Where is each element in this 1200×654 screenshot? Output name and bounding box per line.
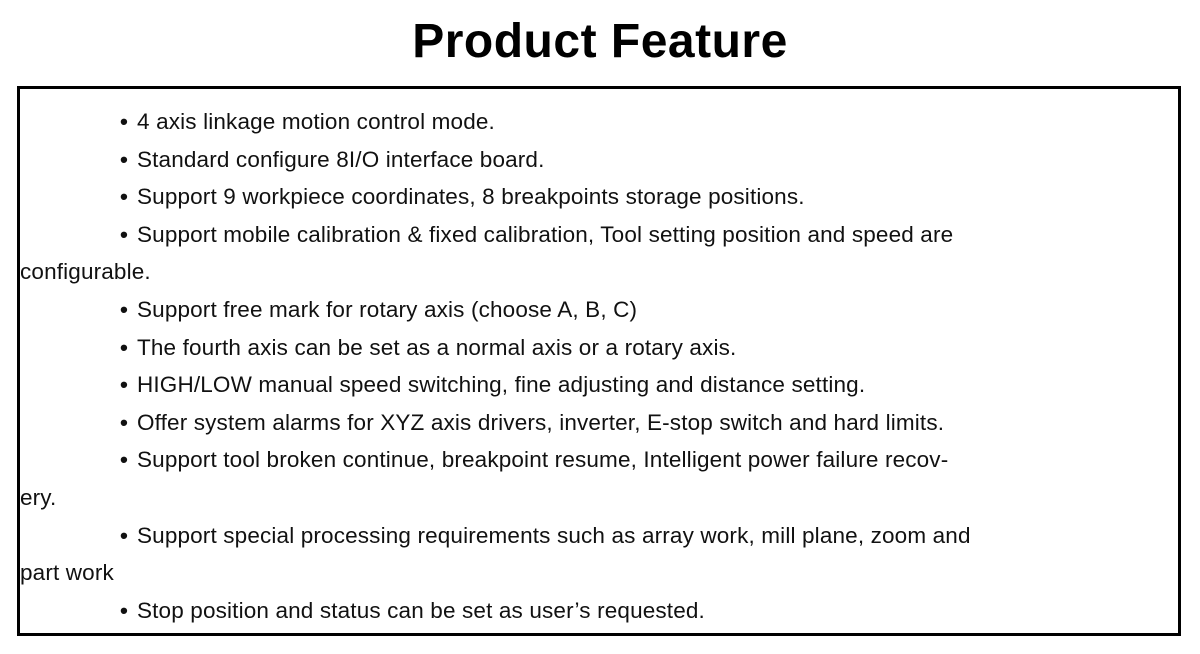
bullet-icon: •: [119, 109, 129, 134]
page-title: Product Feature: [412, 15, 788, 68]
feature-line: • Support tool broken continue, breakpoin…: [111, 441, 1101, 479]
feature-item: • Support special processing requirements…: [20, 517, 1101, 592]
feature-item: • Offer system alarms for XYZ axis driver…: [111, 404, 1101, 442]
feature-line: • Stop position and status can be set as …: [111, 592, 1101, 630]
feature-text: Standard configure 8I/O interface board.: [137, 146, 545, 172]
feature-line: part work: [20, 554, 1101, 592]
feature-line: • HIGH/LOW manual speed switching, fine a…: [111, 366, 1101, 404]
feature-item: • Support mobile calibration & fixed cali…: [20, 216, 1101, 291]
feature-item: • 4 axis linkage motion control mode.: [111, 103, 1101, 141]
feature-line: • Standard configure 8I/O interface board…: [111, 141, 1101, 179]
bullet-icon: •: [119, 296, 129, 322]
feature-line: • Support mobile calibration & fixed cali…: [111, 216, 1101, 254]
feature-item: • HIGH/LOW manual speed switching, fine a…: [111, 366, 1101, 404]
feature-text: Support free mark for rotary axis (choos…: [137, 296, 638, 322]
feature-text: ery.: [20, 484, 57, 510]
feature-text: 4 axis linkage motion control mode.: [137, 109, 495, 134]
bullet-icon: •: [119, 447, 129, 473]
feature-line: ery.: [20, 479, 1101, 517]
feature-list: • 4 axis linkage motion control mode. • Sta…: [20, 103, 1101, 630]
bullet-icon: •: [119, 522, 129, 548]
feature-line: • Support 9 workpiece coordinates, 8 brea…: [111, 178, 1101, 216]
feature-text: Stop position and status can be set as u…: [137, 597, 705, 623]
feature-item: • Support free mark for rotary axis (choo…: [111, 291, 1101, 329]
feature-text: The fourth axis can be set as a normal a…: [137, 334, 737, 360]
feature-item: • Standard configure 8I/O interface board…: [111, 141, 1101, 179]
feature-line: • Offer system alarms for XYZ axis driver…: [111, 404, 1101, 442]
bullet-icon: •: [119, 334, 129, 360]
feature-item: • Stop position and status can be set as …: [111, 592, 1101, 630]
bullet-icon: •: [119, 221, 129, 247]
feature-text: Support 9 workpiece coordinates, 8 break…: [137, 184, 805, 210]
feature-text: Support tool broken continue, breakpoint…: [137, 447, 949, 473]
feature-line: • Support special processing requirements…: [111, 517, 1101, 555]
feature-text: configurable.: [20, 259, 151, 285]
bullet-icon: •: [119, 372, 129, 398]
feature-item: • Support tool broken continue, breakpoin…: [20, 441, 1101, 516]
bullet-icon: •: [119, 184, 129, 210]
feature-text: Offer system alarms for XYZ axis drivers…: [137, 409, 945, 435]
feature-line: • Support free mark for rotary axis (choo…: [111, 291, 1101, 329]
feature-text: Support mobile calibration & fixed calib…: [137, 221, 954, 247]
feature-line: • The fourth axis can be set as a normal …: [111, 329, 1101, 367]
feature-line: configurable.: [20, 253, 1101, 291]
feature-text: HIGH/LOW manual speed switching, fine ad…: [137, 372, 866, 398]
feature-item: • The fourth axis can be set as a normal …: [111, 329, 1101, 367]
feature-box: • 4 axis linkage motion control mode. • Sta…: [17, 86, 1181, 636]
feature-text: part work: [20, 560, 114, 586]
bullet-icon: •: [119, 146, 129, 172]
feature-line: • 4 axis linkage motion control mode.: [111, 103, 1101, 141]
bullet-icon: •: [119, 409, 129, 435]
feature-item: • Support 9 workpiece coordinates, 8 brea…: [111, 178, 1101, 216]
feature-text: Support special processing requirements …: [137, 522, 971, 548]
bullet-icon: •: [119, 597, 129, 623]
